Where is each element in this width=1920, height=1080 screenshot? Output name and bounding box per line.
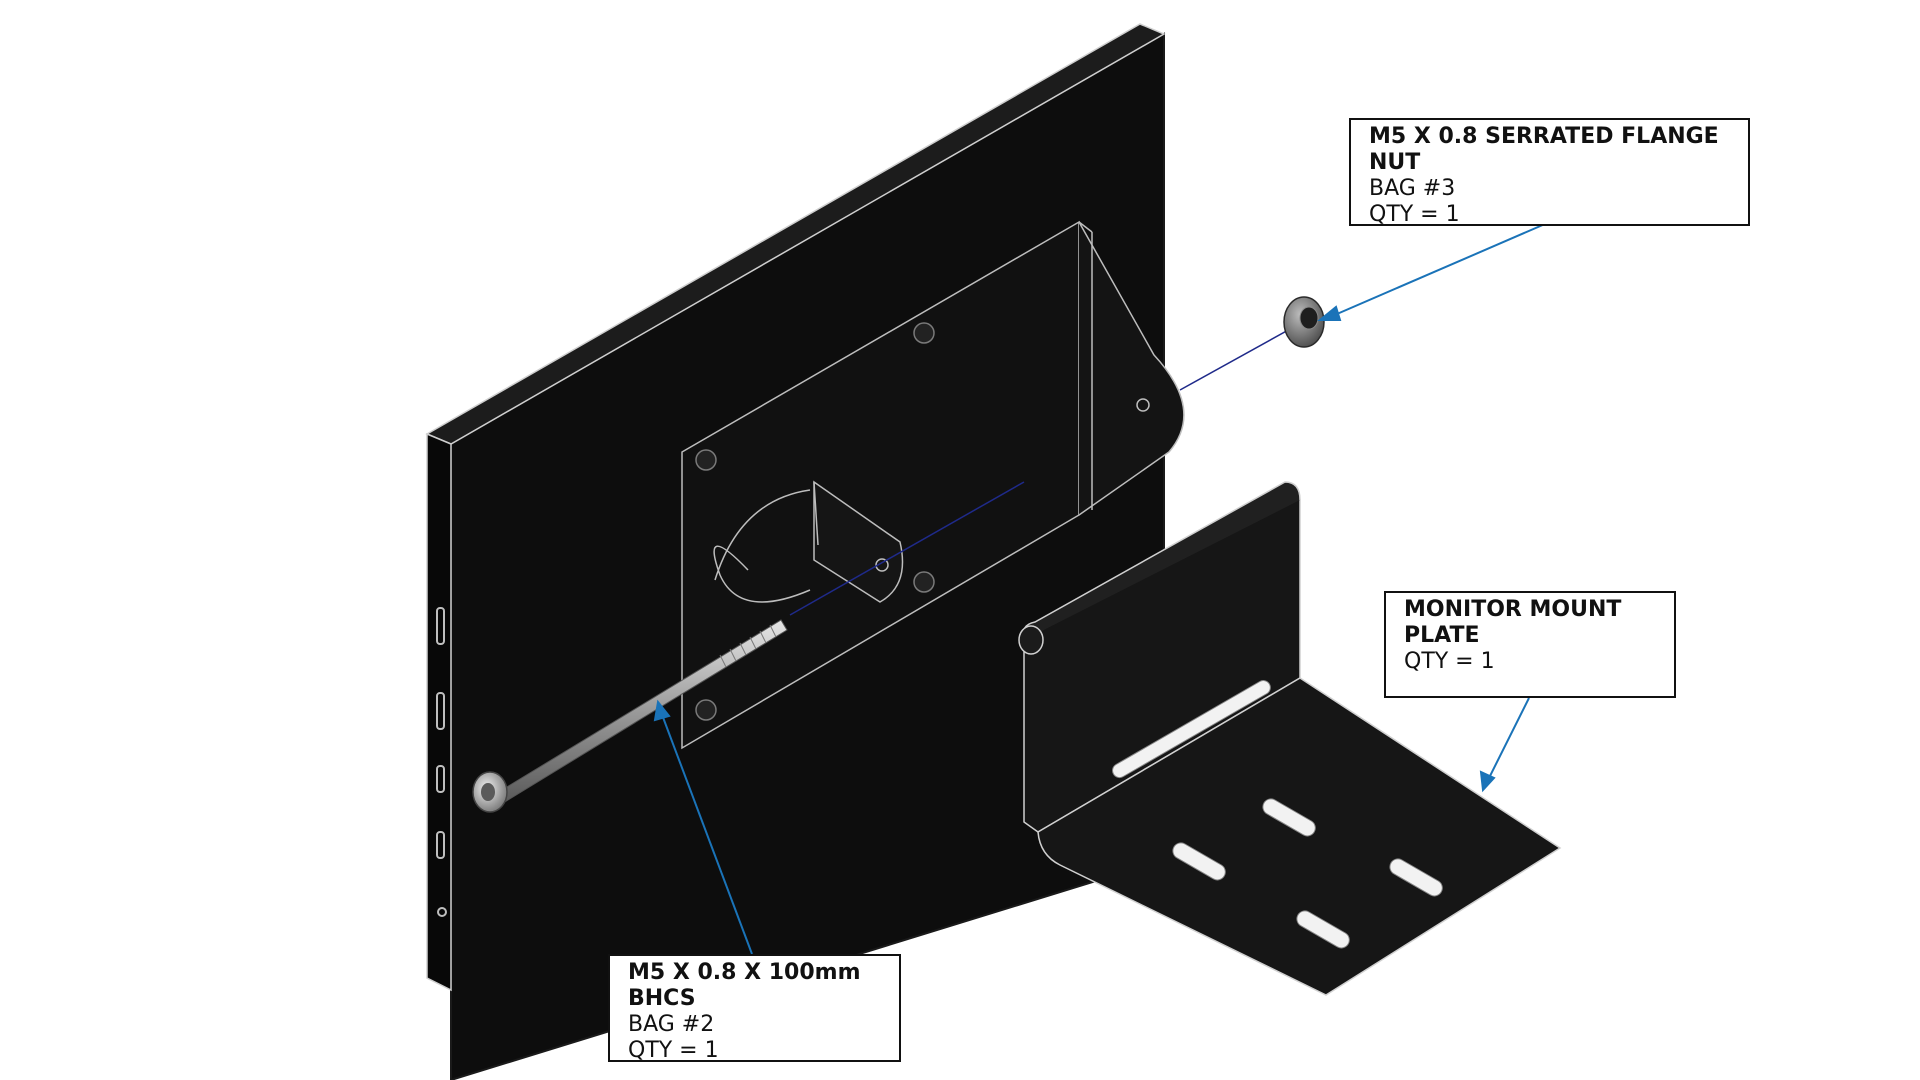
callout-bag: BAG #3 [1369,176,1456,201]
callout-bhcs-screw: M5 X 0.8 X 100mm BHCS BAG #2 QTY = 1 [608,954,901,1063]
leader-plate-arrow [1479,770,1496,793]
callout-monitor-mount-plate: MONITOR MOUNT PLATE QTY = 1 [1384,591,1676,698]
flange-nut-illustration [1283,296,1325,348]
callout-title: MONITOR MOUNT PLATE [1404,597,1622,648]
leader-plate [1486,697,1530,783]
leader-screw [660,711,753,955]
callout-title: M5 X 0.8 SERRATED FLANGE NUT [1369,124,1719,175]
callout-qty: QTY = 1 [1369,202,1460,227]
leader-nut [1329,223,1546,318]
mount-bracket-illustration [681,220,1185,750]
monitor-mount-plate-illustration [1018,481,1562,996]
callout-qty: QTY = 1 [1404,649,1495,674]
callout-flange-nut: M5 X 0.8 SERRATED FLANGE NUT BAG #3 QTY … [1349,118,1750,227]
callout-bag: BAG #2 [628,1012,715,1037]
leader-nut-arrow [1317,305,1342,321]
leader-lines [653,223,1546,955]
leader-screw-arrow [653,699,671,722]
bolt-illustration [472,619,788,813]
callout-qty: QTY = 1 [628,1038,719,1063]
callout-title: M5 X 0.8 X 100mm BHCS [628,960,861,1011]
assembly-axis [789,481,1025,616]
